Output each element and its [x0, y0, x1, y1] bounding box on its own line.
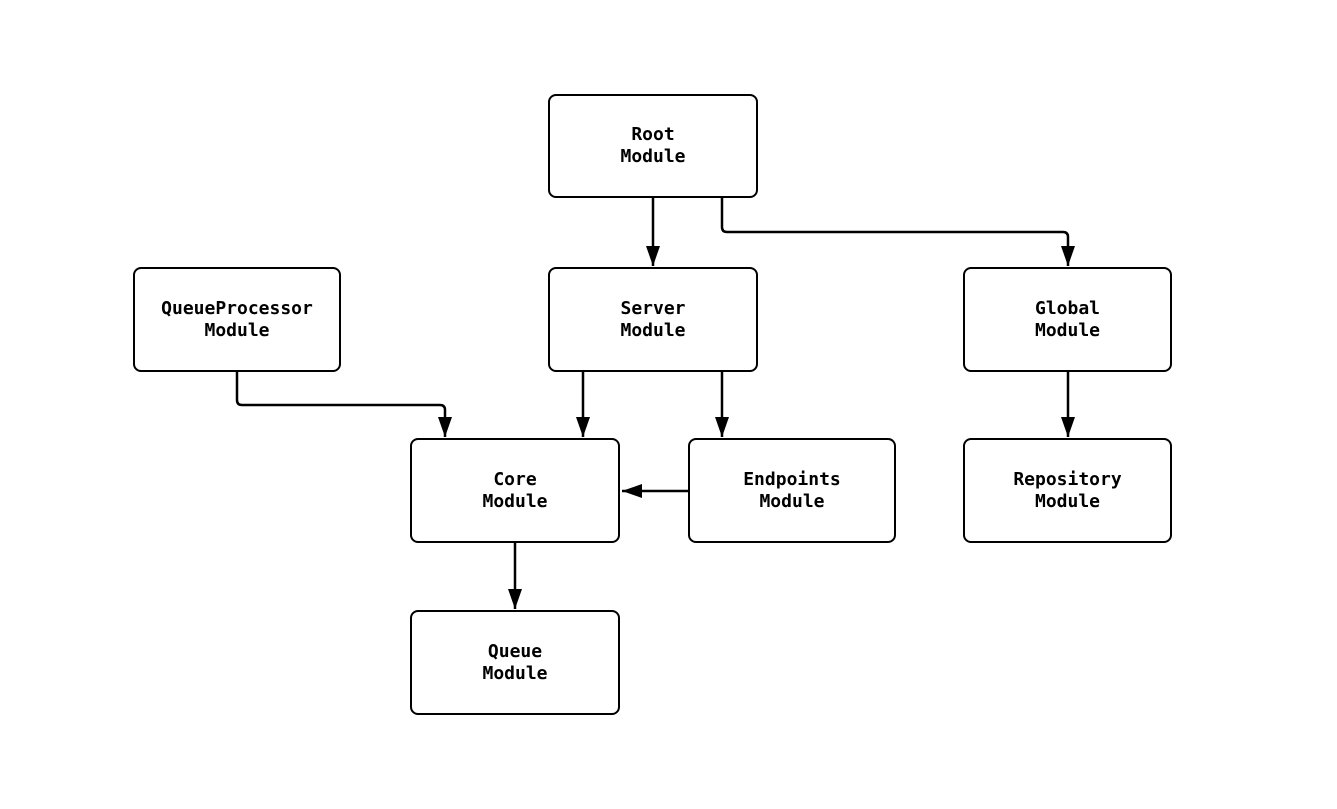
node-label: Server Module: [620, 297, 686, 341]
edge-queueprocessor-to-core: [235, 372, 452, 437]
node-queueprocessor-module: QueueProcessor Module: [133, 267, 341, 372]
node-label: Core Module: [482, 468, 548, 512]
node-repository-module: Repository Module: [963, 438, 1172, 543]
node-label: Global Module: [1034, 297, 1101, 341]
node-root-module: Root Module: [548, 94, 758, 198]
node-label: QueueProcessor Module: [161, 297, 313, 341]
dependency-arrows: [235, 198, 1075, 609]
edge-root-to-global: [720, 198, 1075, 266]
node-core-module: Core Module: [410, 438, 620, 543]
node-label: Endpoints Module: [743, 468, 841, 512]
node-endpoints-module: Endpoints Module: [688, 438, 896, 543]
node-label: Repository Module: [1013, 468, 1122, 512]
node-label: Queue Module: [482, 640, 548, 684]
node-server-module: Server Module: [548, 267, 758, 372]
node-global-module: Global Module: [963, 267, 1172, 372]
node-queue-module: Queue Module: [410, 610, 620, 715]
node-label: Root Module: [620, 124, 686, 167]
